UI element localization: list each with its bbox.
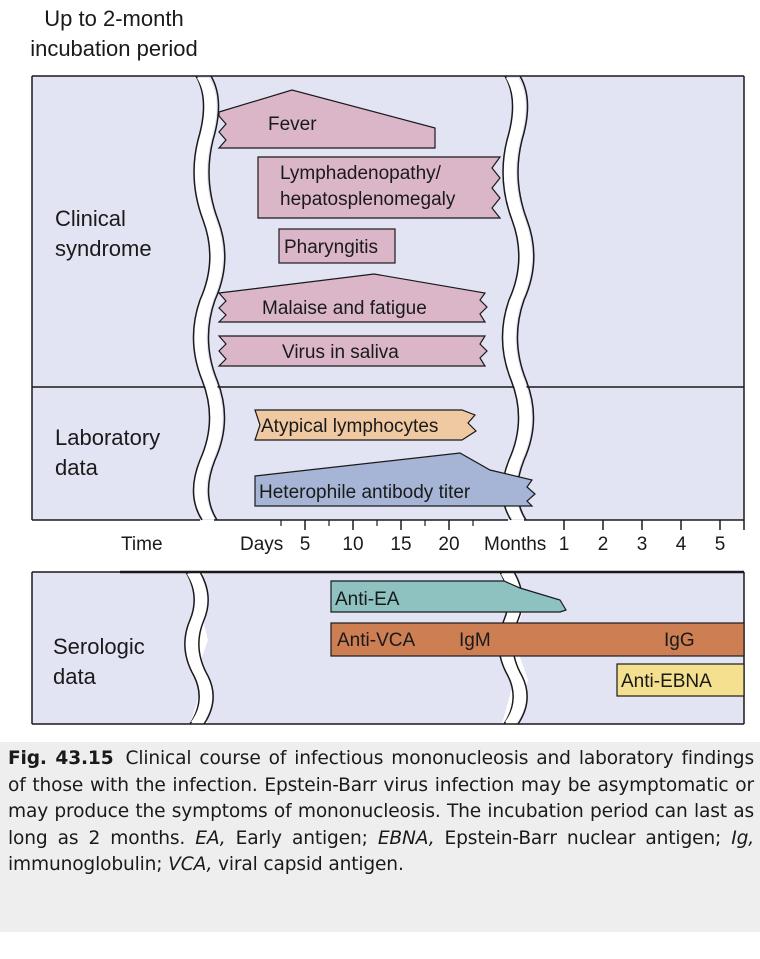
atypical-lymphocytes-label: Atypical lymphocytes (261, 416, 438, 437)
month-tick-label-3: 3 (637, 534, 648, 555)
caption-text: Clinical course of infectious mononucleo… (8, 748, 754, 849)
anti-ebna-bar (616, 663, 745, 697)
virus-in-saliva-bar (217, 335, 488, 367)
days-axis-label: Days (240, 534, 283, 555)
month-tick-label-1: 1 (559, 534, 570, 555)
caption-ebna-def: Epstein-Barr nuclear antigen; (434, 827, 732, 849)
time-axis-label: Time (121, 534, 163, 555)
caption-ea-abbr: EA, (195, 827, 226, 849)
anti-vca-label: Anti-VCA (337, 630, 415, 651)
day-tick-label-5: 5 (300, 534, 311, 555)
anti-ea-bar (330, 580, 567, 613)
igg-label: IgG (664, 630, 695, 651)
atypical-lymphocytes-bar (254, 409, 477, 441)
malaise-label: Malaise and fatigue (262, 298, 427, 319)
month-tick-label-5: 5 (715, 534, 726, 555)
time-axis: Time Days 5 10 15 20 Months 1 2 3 4 5 (121, 520, 745, 555)
pharyngitis-bar (278, 228, 396, 264)
caption-ea-def: Early antigen; (225, 827, 378, 849)
igm-label: IgM (459, 630, 491, 651)
lymphadenopathy-label-line1: Lymphadenopathy/ (280, 163, 442, 184)
lymphadenopathy-bar (257, 156, 502, 219)
clinical-syndrome-label-line1: Clinical (55, 206, 126, 231)
malaise-bar (217, 273, 488, 323)
fever-label: Fever (268, 114, 317, 135)
mononucleosis-course-diagram: Up to 2-month incubation period Clinical… (30, 6, 745, 725)
pharyngitis-label: Pharyngitis (284, 237, 378, 258)
caption-ig-def: immunoglobulin; (8, 854, 169, 875)
caption-ebna-abbr: EBNA, (377, 827, 435, 849)
virus-in-saliva-label: Virus in saliva (282, 342, 399, 363)
fever-bar (217, 89, 436, 149)
laboratory-data-label-line1: Laboratory (55, 425, 160, 450)
lymphadenopathy-label-line2: hepatosplenomegaly (280, 189, 456, 210)
day-tick-label-20: 20 (438, 534, 459, 555)
figure-number: Fig. 43.15 (8, 748, 114, 769)
clinical-syndrome-label-line2: syndrome (55, 236, 152, 261)
months-axis-label: Months (484, 534, 546, 555)
day-tick-label-10: 10 (342, 534, 363, 555)
anti-vca-bar (330, 622, 745, 657)
anti-ebna-label: Anti-EBNA (621, 671, 712, 692)
caption-vca-def: viral capsid antigen. (212, 854, 404, 875)
incubation-header-line1: Up to 2-month (44, 6, 183, 31)
day-tick-label-15: 15 (390, 534, 411, 555)
serologic-data-label-line2: data (53, 664, 97, 689)
laboratory-data-label-line2: data (55, 455, 99, 480)
month-tick-label-4: 4 (676, 534, 687, 555)
heterophile-titer-bar (254, 452, 536, 507)
incubation-header-line2: incubation period (30, 36, 198, 61)
anti-ea-label: Anti-EA (335, 589, 400, 610)
caption-ig-abbr: Ig, (731, 827, 754, 849)
caption-vca-abbr: VCA, (168, 854, 213, 875)
heterophile-titer-label: Heterophile antibody titer (259, 482, 471, 503)
serologic-data-label-line1: Serologic (53, 634, 145, 659)
month-tick-label-2: 2 (598, 534, 609, 555)
